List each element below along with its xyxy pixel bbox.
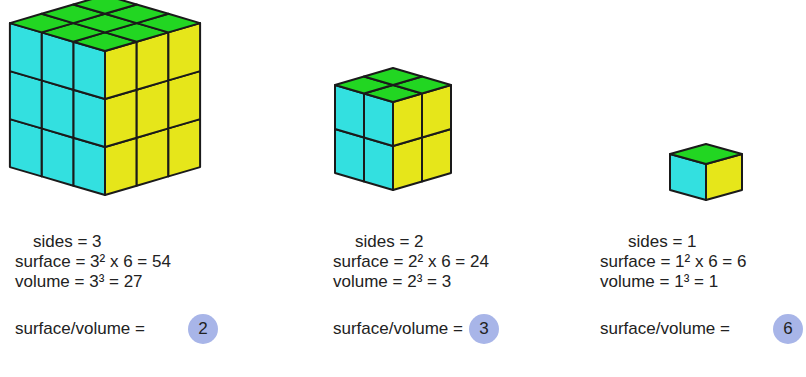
sides-label: sides = 2 [355,232,424,252]
ratio-circle: 6 [773,314,803,344]
volume-label: volume = 3³ = 27 [15,272,143,292]
sides-label: sides = 3 [33,232,102,252]
volume-label: volume = 1³ = 1 [600,272,718,292]
ratio-circle: 3 [469,314,499,344]
ratio-label: surface/volume = [333,319,463,339]
ratio-value: 6 [783,319,792,339]
surface-label: surface = 3² x 6 = 54 [15,252,171,272]
ratio-circle: 2 [188,314,218,344]
ratio-value: 2 [198,319,207,339]
sides-label: sides = 1 [628,232,697,252]
cube-top-face-cell [73,0,136,14]
ratio-label: surface/volume = [600,319,730,339]
ratio-label: surface/volume = [15,319,145,339]
surface-label: surface = 2² x 6 = 24 [333,252,489,272]
cube-top-face-cell [670,144,742,164]
ratio-value: 3 [479,319,488,339]
volume-label: volume = 2³ = 3 [333,272,451,292]
cube-top-face-cell [364,68,422,85]
surface-label: surface = 1² x 6 = 6 [600,252,746,272]
